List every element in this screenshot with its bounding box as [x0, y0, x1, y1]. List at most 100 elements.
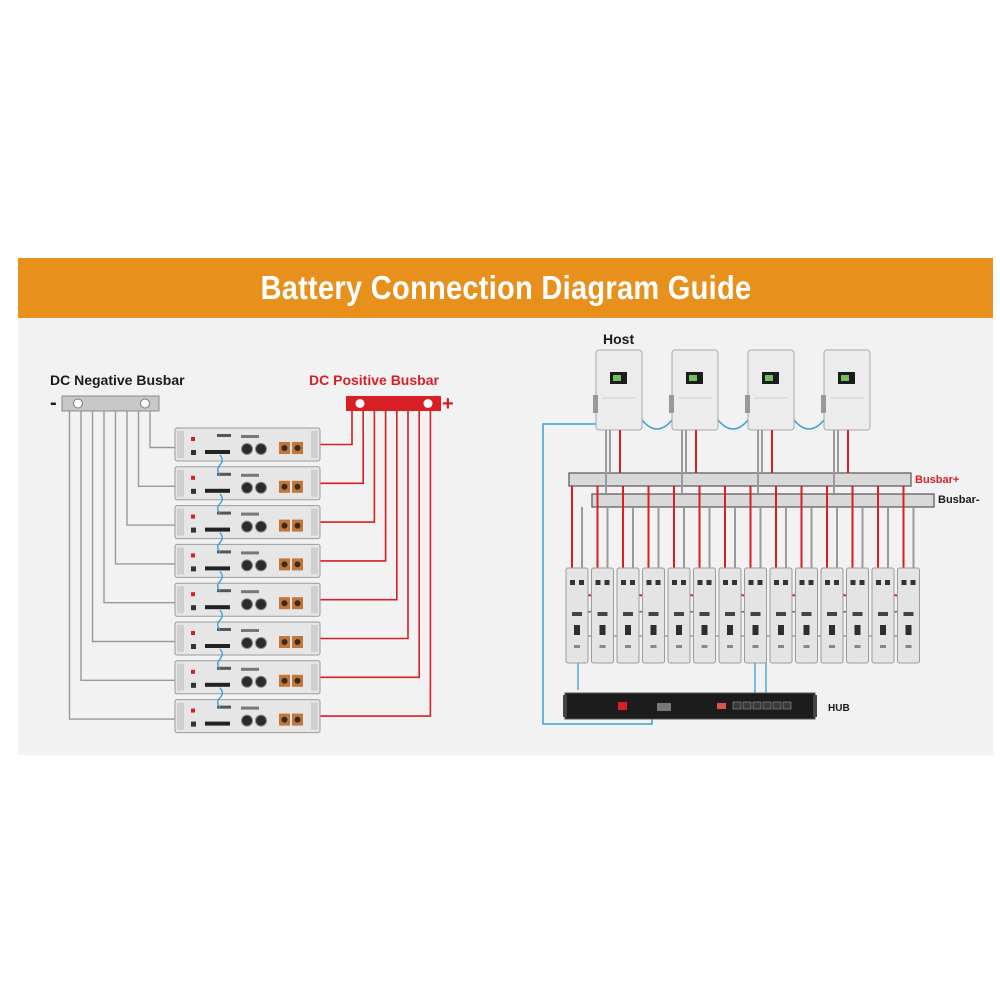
vent [599, 645, 606, 648]
breaker-knob [241, 675, 253, 688]
mounting-ear [177, 469, 184, 497]
terminal [630, 580, 635, 585]
battery-stack-left [174, 427, 321, 734]
communication-cable [217, 454, 223, 476]
inverter-body [671, 349, 719, 431]
battery-module [565, 567, 589, 664]
positive-cable [292, 411, 387, 562]
title-banner: Battery Connection Diagram Guide [18, 258, 993, 318]
power-switch [191, 682, 196, 688]
inverter-bracket [745, 395, 750, 413]
battery-module [897, 567, 920, 664]
terminal [774, 580, 779, 585]
comm-port [752, 625, 759, 635]
parallel-cable [641, 419, 673, 430]
rs485-port [205, 566, 230, 571]
inverter-screen [841, 375, 849, 381]
vent [625, 645, 631, 648]
brand-label [217, 550, 231, 554]
parallel-cable [793, 419, 825, 430]
positive-sign: + [442, 393, 454, 415]
inverter [593, 349, 643, 431]
positive-cable [292, 411, 421, 679]
battery-module [871, 567, 895, 664]
negative-cable [103, 411, 175, 604]
comm-port [880, 625, 886, 635]
battery-module [174, 699, 321, 734]
vent [803, 645, 810, 648]
comm-port [854, 625, 861, 635]
positive-cable [292, 411, 409, 640]
negative-wires-left [68, 411, 175, 720]
breaker-knob [241, 598, 253, 611]
inverter-bracket [669, 395, 674, 413]
battery-module [174, 427, 321, 462]
inverter-body [595, 349, 643, 431]
mounting-ear [311, 469, 318, 497]
terminal [579, 580, 584, 585]
breaker-knob [255, 714, 267, 727]
negative-cable [137, 411, 175, 487]
vent [905, 645, 912, 648]
battery-module [795, 567, 818, 664]
negative-cable [126, 411, 175, 526]
mounting-ear [311, 547, 318, 575]
battery-module [616, 567, 640, 664]
terminal-hole [281, 600, 288, 607]
brand-label [217, 628, 231, 631]
terminal-hole [281, 561, 288, 568]
rs485-port [205, 682, 230, 687]
comm-port [727, 625, 733, 635]
model-label [241, 551, 259, 555]
hub-port [752, 701, 762, 710]
terminal [646, 580, 652, 585]
mounting-ear [311, 702, 318, 730]
busbar-bolt [73, 398, 83, 409]
terminal [757, 580, 763, 585]
mounting-ear [177, 431, 184, 458]
terminal [834, 580, 839, 585]
battery-module [744, 567, 767, 664]
mounting-ear [311, 625, 318, 652]
brand-label [217, 472, 231, 476]
communication-cable [217, 609, 223, 631]
inverter-bracket [821, 395, 826, 413]
breaker-knob [255, 443, 267, 455]
positive-cable [292, 411, 398, 601]
comm-port [650, 625, 657, 635]
mounting-ear [177, 625, 184, 652]
breaker [725, 612, 735, 616]
mounting-ear [177, 547, 184, 575]
hub-ear [563, 695, 567, 717]
negative-cable [68, 411, 175, 720]
comm-port [701, 625, 708, 635]
breaker [801, 612, 812, 616]
hub-label: HUB [828, 703, 850, 714]
terminal-hole [294, 522, 301, 529]
hub-power-switch [618, 702, 627, 710]
terminal [595, 580, 601, 585]
breaker-knob [255, 637, 267, 649]
breaker-knob [255, 520, 267, 533]
host-label: Host [603, 331, 635, 347]
battery-module [174, 466, 321, 501]
brand-label [217, 666, 231, 670]
breaker [674, 612, 684, 616]
brand-label [217, 705, 231, 709]
status-led [191, 437, 195, 441]
parallel-cable [717, 419, 749, 430]
terminal [910, 580, 916, 585]
communication-cable [217, 648, 223, 670]
power-switch [191, 644, 196, 649]
inverters [593, 349, 871, 431]
vent [727, 645, 733, 648]
power-switch [191, 566, 196, 572]
status-led [191, 553, 195, 558]
inverter-bracket [593, 395, 598, 413]
communication-cable [217, 687, 223, 709]
page-title: Battery Connection Diagram Guide [260, 269, 751, 306]
busbar-positive [568, 472, 912, 487]
breaker [903, 612, 914, 616]
comm-port [803, 625, 810, 635]
breaker [648, 612, 659, 616]
